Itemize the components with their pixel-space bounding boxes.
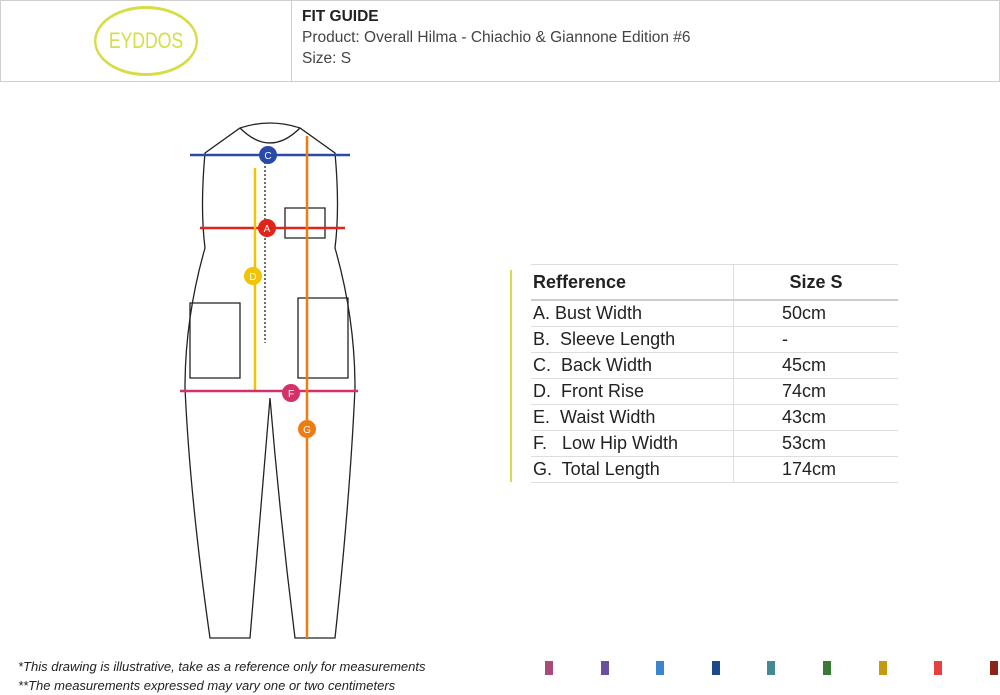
value: 50cm (733, 300, 898, 327)
color-swatch[interactable] (934, 661, 943, 675)
marker-g: G (303, 425, 311, 436)
color-swatch[interactable] (545, 661, 553, 675)
ref: D. Front Rise (531, 378, 734, 405)
value: 45cm (733, 352, 898, 379)
overall-drawing: C A D F G (180, 122, 358, 639)
ref: E. Waist Width (531, 404, 734, 431)
marker-f: F (288, 389, 294, 400)
product-name: Product: Overall Hilma - Chiachio & Gian… (302, 29, 691, 46)
title: FIT GUIDE (302, 8, 379, 25)
ref: B. Sleeve Length (531, 326, 734, 353)
header-reference: Refference (531, 264, 734, 301)
logo-cell: EYDDOS (1, 1, 292, 81)
color-swatch[interactable] (711, 661, 720, 675)
color-swatch[interactable] (823, 661, 831, 675)
logo: EYDDOS (94, 6, 198, 76)
color-swatch[interactable] (600, 661, 609, 675)
color-swatch[interactable] (878, 661, 887, 675)
marker-a: A (264, 224, 271, 235)
table-row: B. Sleeve Length- (531, 326, 898, 353)
ref: C. Back Width (531, 352, 734, 379)
value: 74cm (733, 378, 898, 405)
note-1: *This drawing is illustrative, take as a… (18, 659, 426, 674)
ref: G. Total Length (531, 456, 734, 483)
footnotes: *This drawing is illustrative, take as a… (18, 657, 426, 695)
marker-c: C (264, 151, 271, 162)
product-info: FIT GUIDE Product: Overall Hilma - Chiac… (292, 1, 701, 81)
color-swatch[interactable] (656, 661, 665, 675)
value: 43cm (733, 404, 898, 431)
color-swatch[interactable] (989, 661, 998, 675)
marker-d: D (249, 272, 256, 283)
value: 53cm (733, 430, 898, 457)
color-swatch[interactable] (767, 661, 776, 675)
ref: A. Bust Width (531, 300, 734, 327)
header: EYDDOS FIT GUIDE Product: Overall Hilma … (0, 0, 1000, 82)
accent-divider (510, 270, 512, 482)
value: - (733, 326, 898, 353)
size-label: Size: S (302, 50, 352, 67)
ref: F. Low Hip Width (531, 430, 734, 457)
value: 174cm (733, 456, 898, 483)
header-size: Size S (733, 264, 898, 301)
note-2: **The measurements expressed may vary on… (18, 678, 396, 693)
